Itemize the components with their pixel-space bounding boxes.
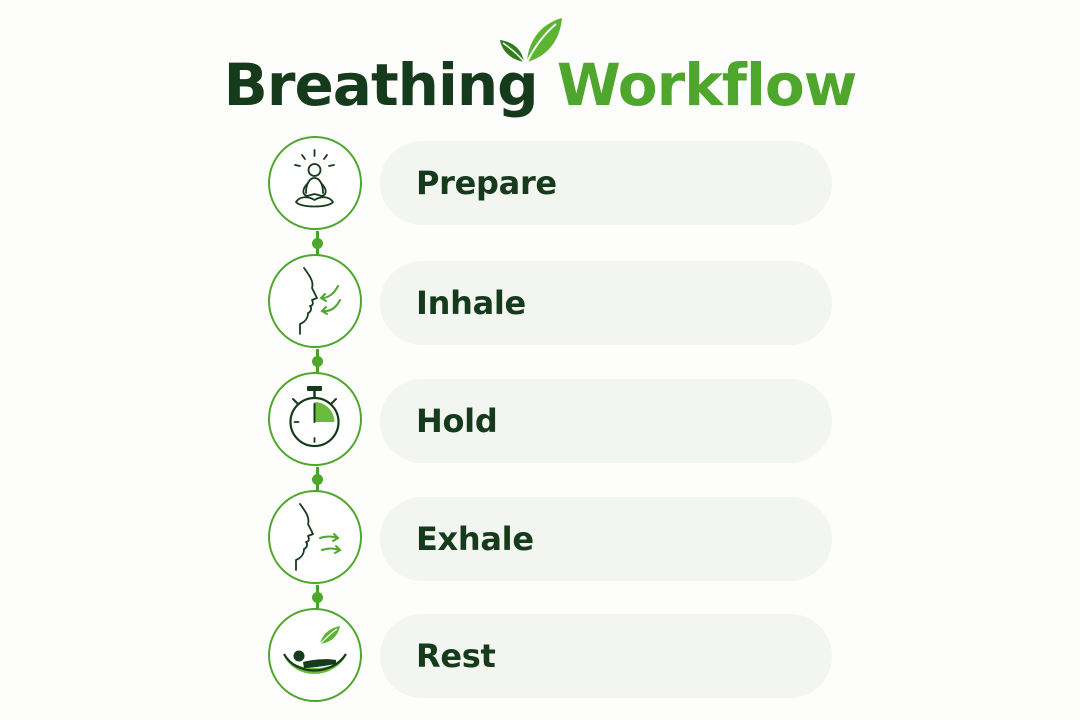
connector-dot-4 bbox=[312, 592, 323, 603]
step-label-inhale: Inhale bbox=[416, 284, 526, 322]
title-word-workflow: Workflow bbox=[556, 51, 857, 119]
step-card-inhale[interactable]: Inhale bbox=[380, 261, 832, 345]
inhale-face-icon bbox=[299, 267, 341, 335]
page-title: Breathing Workflow bbox=[0, 50, 1080, 120]
stopwatch-icon bbox=[289, 386, 340, 448]
step-icon-circle-inhale bbox=[268, 254, 362, 348]
leaf-logo-icon bbox=[500, 18, 562, 63]
step-label-prepare: Prepare bbox=[416, 164, 557, 202]
step-card-hold[interactable]: Hold bbox=[380, 379, 832, 463]
step-icon-circle-hold bbox=[268, 372, 362, 466]
exhale-face-icon bbox=[295, 503, 342, 571]
step-label-exhale: Exhale bbox=[416, 520, 534, 558]
step-icon-circle-rest bbox=[268, 608, 362, 702]
connector-dot-3 bbox=[312, 474, 323, 485]
connector-dot-1 bbox=[312, 238, 323, 249]
connector-dot-2 bbox=[312, 356, 323, 367]
meditation-icon bbox=[294, 149, 335, 208]
step-card-exhale[interactable]: Exhale bbox=[380, 497, 832, 581]
hammock-rest-icon bbox=[283, 626, 347, 674]
step-label-rest: Rest bbox=[416, 637, 496, 675]
step-label-hold: Hold bbox=[416, 402, 498, 440]
title-word-breathing: Breathing bbox=[223, 51, 539, 119]
step-icon-circle-exhale bbox=[268, 490, 362, 584]
step-card-rest[interactable]: Rest bbox=[380, 614, 832, 698]
step-card-prepare[interactable]: Prepare bbox=[380, 141, 832, 225]
step-icon-circle-prepare bbox=[268, 136, 362, 230]
